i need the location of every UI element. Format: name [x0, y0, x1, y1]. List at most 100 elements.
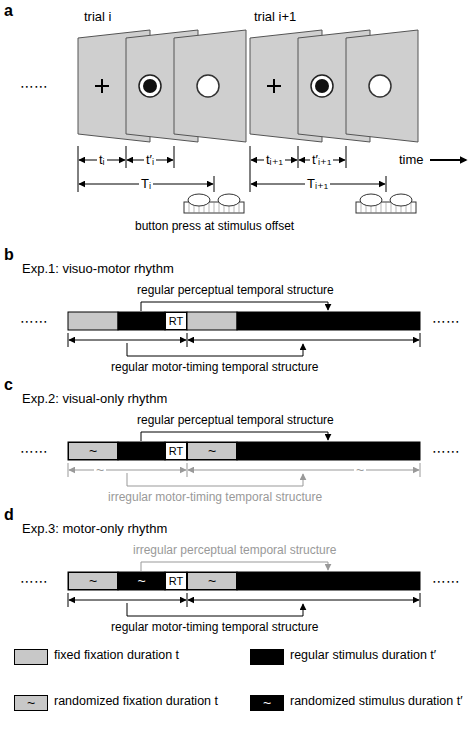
- keyboard-key: [189, 202, 190, 213]
- time-label: time: [399, 153, 424, 168]
- segment-text: ~: [137, 574, 145, 588]
- experiment-title: Exp.3: motor-only rhythm: [22, 522, 167, 537]
- bar-segment: [118, 442, 165, 460]
- screen: [346, 30, 418, 142]
- panel-letter: b: [4, 246, 14, 264]
- bar-segment: [187, 572, 237, 590]
- time-arrow: [430, 159, 466, 161]
- structure-label: irregular motor-timing temporal structur…: [108, 491, 322, 505]
- bar-segment: [165, 572, 187, 590]
- tick: [420, 333, 421, 347]
- structure-label: regular perceptual temporal structure: [137, 284, 334, 298]
- period-arrow: [69, 340, 186, 341]
- interval-label: t′ᵢ: [144, 153, 156, 168]
- interval-label: tᵢ: [97, 153, 107, 168]
- ellipsis: ⋯⋯: [20, 78, 48, 94]
- tick: [174, 146, 175, 168]
- segment-text: ~: [89, 444, 97, 458]
- perceptual-bracket: [141, 432, 328, 441]
- keyboard-key: [214, 202, 215, 213]
- tick: [250, 146, 251, 192]
- period-arrow: [69, 600, 186, 601]
- segment-text: RT: [169, 446, 183, 457]
- segment-text: ~: [208, 574, 216, 588]
- fixation-segment: ~: [187, 442, 237, 460]
- interval-label: Tᵢ₊₁: [305, 177, 330, 192]
- fixation-segment: ~: [68, 442, 118, 460]
- tick: [420, 463, 421, 477]
- tick: [68, 333, 69, 347]
- structure-label: regular perceptual temporal structure: [137, 414, 334, 428]
- bar-segment: [118, 572, 165, 590]
- screen: [174, 30, 246, 142]
- tick: [298, 146, 299, 168]
- bar-segment: [187, 442, 237, 460]
- bar-segment: [68, 312, 118, 330]
- ellipsis: ⋯⋯: [20, 313, 48, 329]
- bar-segment: [165, 442, 187, 460]
- keyboard-key: [239, 202, 240, 213]
- experiment-title: Exp.2: visual-only rhythm: [22, 392, 167, 407]
- keyboard-key: [219, 202, 220, 213]
- segment-text: RT: [169, 316, 183, 327]
- stimulus-dot: [143, 79, 157, 93]
- stimulus-offset-ring: [197, 75, 219, 97]
- note: button press at stimulus offset: [135, 220, 294, 234]
- bar-segment: [68, 572, 118, 590]
- tick: [386, 176, 387, 192]
- trial-label: trial i+1: [254, 10, 296, 25]
- legend-text: regular stimulus duration t′: [290, 648, 468, 663]
- period-arrow: [188, 600, 419, 601]
- structure-label: regular motor-timing temporal structure: [111, 621, 318, 635]
- random-mark: ~: [94, 462, 106, 478]
- random-mark: ~: [354, 462, 366, 478]
- tick: [420, 593, 421, 607]
- segment-text: ~: [89, 574, 97, 588]
- panel-letter: d: [4, 506, 14, 524]
- keyboard-key: [391, 202, 392, 213]
- perceptual-bracket: [141, 562, 328, 571]
- segment-text: ~: [208, 444, 216, 458]
- legend-text: fixed fixation duration t: [54, 648, 232, 663]
- stimulus-ring: [311, 75, 333, 97]
- tick: [68, 463, 69, 477]
- legend-swatch: [14, 649, 48, 665]
- random-mark: ~: [27, 695, 35, 711]
- motor-bracket: [127, 603, 303, 616]
- trial-label: trial i: [84, 10, 111, 25]
- keyboard-key: [381, 202, 382, 213]
- stimulus-segment: ~: [118, 572, 165, 590]
- bar-segment: [118, 312, 165, 330]
- ellipsis: ⋯⋯: [432, 313, 460, 329]
- motor-bracket: [127, 343, 303, 356]
- legend-text: randomized fixation duration t: [54, 694, 232, 709]
- legend-text: randomized stimulus duration t′: [290, 694, 468, 709]
- tick: [346, 146, 347, 168]
- tick: [126, 146, 127, 168]
- hand: [390, 194, 412, 206]
- panel-letter: c: [4, 376, 13, 394]
- bar-segment: [68, 442, 118, 460]
- hand: [188, 194, 210, 206]
- keyboard-key: [209, 202, 210, 213]
- bar-segment: [237, 442, 420, 460]
- interval-label: t′ᵢ₊₁: [310, 153, 333, 168]
- ellipsis: ⋯⋯: [20, 573, 48, 589]
- structure-label: irregular perceptual temporal structure: [133, 544, 336, 558]
- stimulus-dot: [315, 79, 329, 93]
- tick: [187, 593, 188, 607]
- experiment-title: Exp.1: visuo-motor rhythm: [22, 262, 174, 277]
- hand: [218, 194, 240, 206]
- bar-segment: [187, 312, 237, 330]
- tick: [68, 593, 69, 607]
- keyboard-key: [411, 202, 412, 213]
- interval-label: Tᵢ: [139, 177, 153, 192]
- response-box: RT: [165, 442, 187, 460]
- structure-label: regular motor-timing temporal structure: [111, 361, 318, 375]
- fixation-cross: [273, 79, 275, 93]
- stimulus-ring: [139, 75, 161, 97]
- bar-segment: [237, 312, 420, 330]
- interval-label: tᵢ₊₁: [264, 153, 285, 168]
- tick: [78, 146, 79, 192]
